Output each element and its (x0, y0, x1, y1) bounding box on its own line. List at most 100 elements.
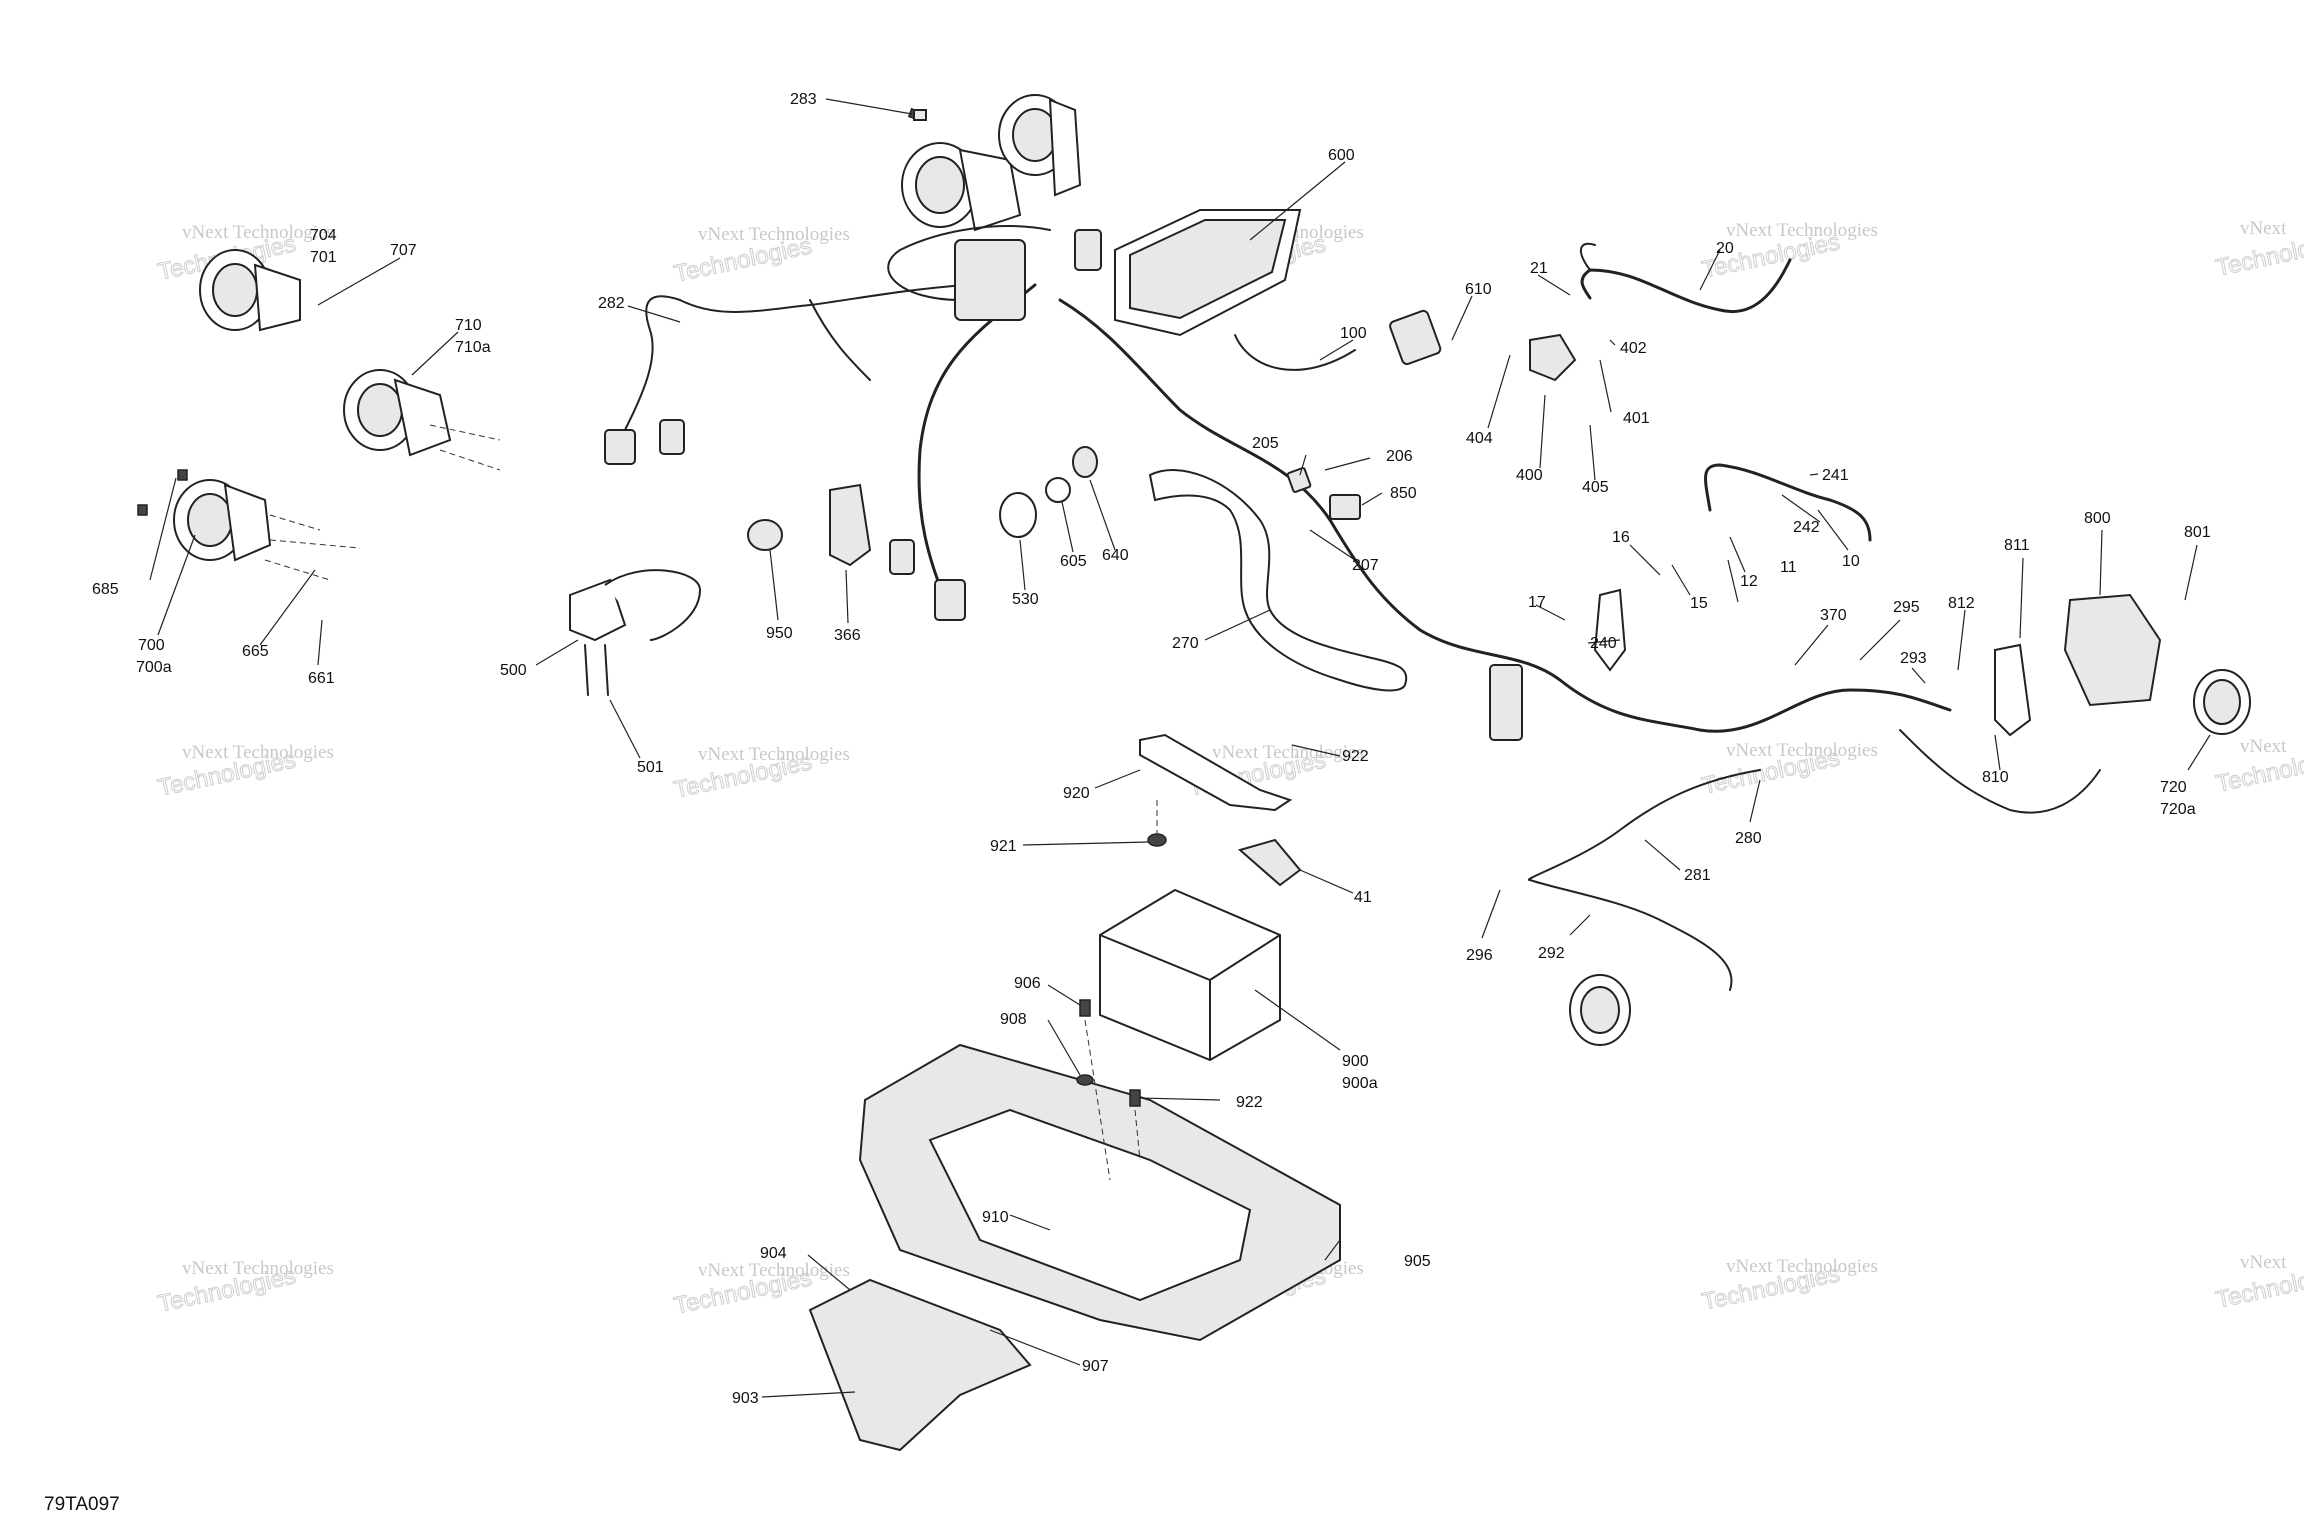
fastener-685 (137, 504, 148, 516)
callout-640: 640 (1102, 547, 1129, 564)
callout-241: 241 (1822, 467, 1849, 484)
callout-605: 605 (1060, 553, 1087, 570)
battery-tray-905 (858, 1043, 1341, 1342)
watermark-text: vNext Technologies (1726, 1256, 1878, 1277)
callout-900a: 900a (1342, 1075, 1378, 1092)
callout-907: 907 (1082, 1358, 1109, 1375)
callout-810: 810 (1982, 769, 2009, 786)
connector (659, 419, 685, 455)
tube-270 (1148, 469, 1408, 692)
callout-366: 366 (834, 627, 861, 644)
connector (604, 429, 636, 465)
callout-922-top: 922 (1342, 748, 1369, 765)
callout-501: 501 (637, 759, 664, 776)
callout-685: 685 (92, 581, 119, 598)
callout-707: 707 (390, 242, 417, 259)
bolt-922 (1129, 1089, 1141, 1107)
instrument-cluster (1114, 209, 1356, 371)
cable-20 (1580, 242, 1596, 271)
callout-900: 900 (1342, 1053, 1369, 1070)
callout-610: 610 (1465, 281, 1492, 298)
part-530 (999, 492, 1037, 538)
callout-921: 921 (990, 838, 1017, 855)
callout-370: 370 (1820, 607, 1847, 624)
watermark-text: vNext Technologies (182, 742, 334, 763)
callout-240: 240 (1590, 635, 1617, 652)
callout-800: 800 (2084, 510, 2111, 527)
watermark-text: vNext (2240, 1252, 2287, 1273)
callout-904: 904 (760, 1245, 787, 1262)
callout-402: 402 (1620, 340, 1647, 357)
callout-908: 908 (1000, 1011, 1027, 1028)
callout-10: 10 (1842, 553, 1860, 570)
callout-950: 950 (766, 625, 793, 642)
callout-710a: 710a (455, 339, 491, 356)
fog-light-720 (2193, 669, 2251, 735)
watermark-text: vNext Technologies (1726, 220, 1878, 241)
callout-15: 15 (1690, 595, 1708, 612)
callout-292: 292 (1538, 945, 1565, 962)
solenoid-400 (1529, 333, 1577, 382)
callout-404: 404 (1466, 430, 1493, 447)
fastener-685 (177, 469, 188, 481)
watermark-text: vNext Technologies (1212, 742, 1364, 763)
watermark-text: vNext (2240, 218, 2287, 239)
connector-850 (1329, 494, 1361, 520)
watermark-text: vNext Technologies (182, 222, 334, 243)
callout-905: 905 (1404, 1253, 1431, 1270)
callout-41: 41 (1354, 889, 1372, 906)
callout-293: 293 (1900, 650, 1927, 667)
callout-661: 661 (308, 670, 335, 687)
callout-11: 11 (1780, 559, 1797, 576)
callout-812: 812 (1948, 595, 1975, 612)
callout-labels: 283 600 704 701 707 710 710a 282 21 20 6… (92, 91, 2211, 1407)
connector (1074, 229, 1102, 271)
relay-box (954, 239, 1026, 321)
callout-282: 282 (598, 295, 625, 312)
callout-701: 701 (310, 249, 337, 266)
callout-20: 20 (1716, 240, 1734, 257)
nut-921 (1147, 833, 1167, 847)
callout-665: 665 (242, 643, 269, 660)
callout-281: 281 (1684, 867, 1711, 884)
bolt-906 (1079, 999, 1091, 1017)
callout-405: 405 (1582, 479, 1609, 496)
callout-704: 704 (310, 227, 337, 244)
connector-205 (1286, 467, 1312, 493)
bracket-920 (1139, 733, 1293, 812)
callout-270: 270 (1172, 635, 1199, 652)
callout-811: 811 (2004, 537, 2030, 554)
callout-100: 100 (1340, 325, 1367, 342)
bracket-366 (829, 483, 872, 567)
main-wiring-harness (619, 225, 2101, 991)
shield-903 (808, 1278, 1032, 1452)
callout-720: 720 (2160, 779, 2187, 796)
battery-900 (1099, 888, 1281, 1062)
watermark-text: vNext Technologies (1726, 740, 1878, 761)
callout-206: 206 (1386, 448, 1413, 465)
watermark-text: vNext Technologies (698, 744, 850, 765)
callout-700a: 700a (136, 659, 172, 676)
callout-910: 910 (982, 1209, 1009, 1226)
callout-205: 205 (1252, 435, 1279, 452)
callout-720a: 720a (2160, 801, 2196, 818)
callout-710: 710 (455, 317, 482, 334)
module-800 (2063, 593, 2162, 707)
callout-16: 16 (1612, 529, 1630, 546)
callout-12: 12 (1740, 573, 1758, 590)
callout-922: 922 (1236, 1094, 1263, 1111)
callout-600: 600 (1328, 147, 1355, 164)
left-headlight-assembly (173, 249, 501, 581)
callout-906: 906 (1014, 975, 1041, 992)
connector (889, 539, 915, 575)
callout-401: 401 (1623, 410, 1650, 427)
washer-908 (1076, 1074, 1094, 1086)
leader-lines (149, 98, 2211, 1398)
callout-283: 283 (790, 91, 817, 108)
bolt-501 (604, 644, 609, 696)
bolt-501 (584, 644, 589, 696)
callout-295: 295 (1893, 599, 1920, 616)
watermark-text: vNext Technologies (698, 224, 850, 245)
callout-903: 903 (732, 1390, 759, 1407)
